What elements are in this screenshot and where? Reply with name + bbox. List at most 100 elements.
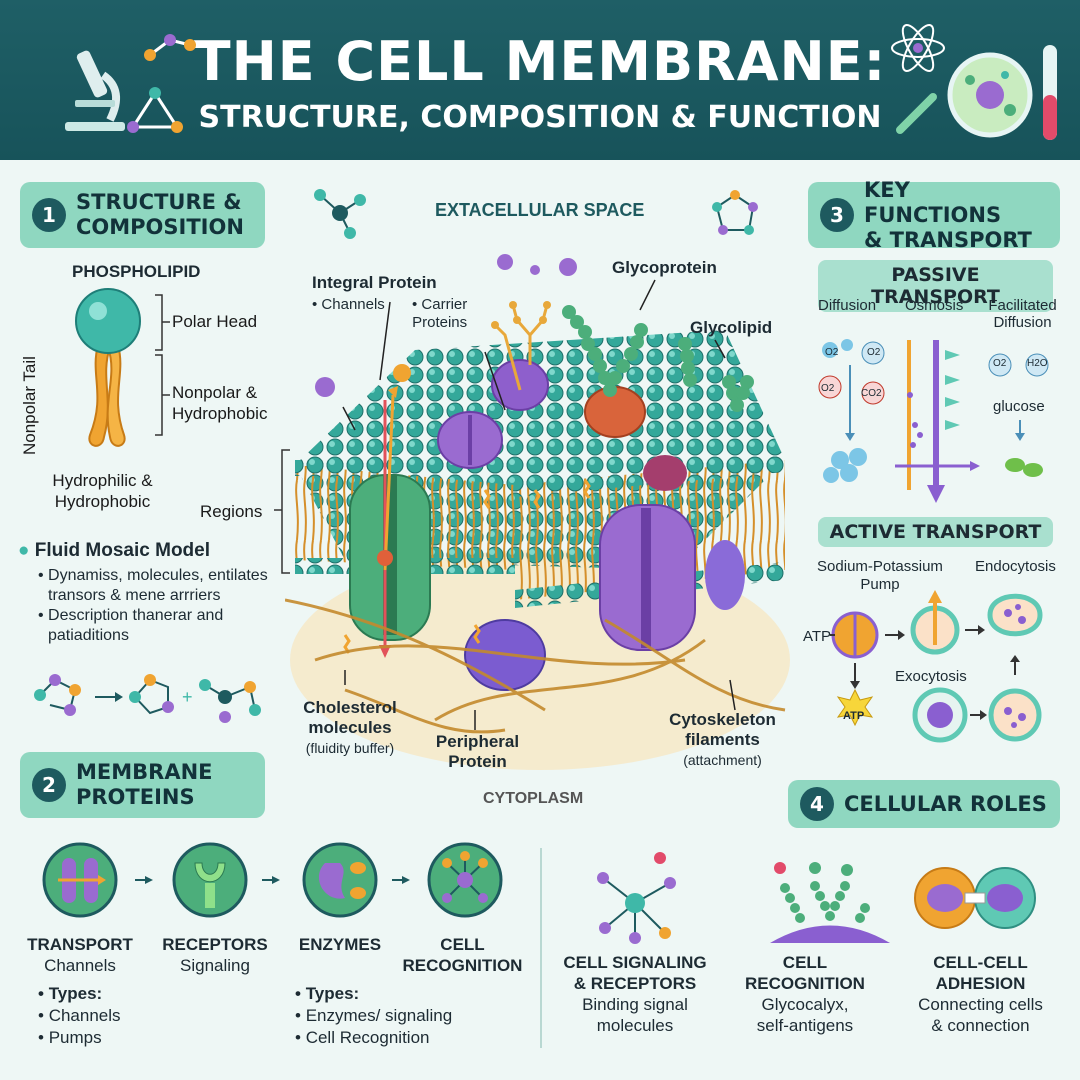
pump-line1: Sodium-Potassium (817, 558, 943, 575)
regions-bracket (274, 449, 290, 574)
role-adhesion-title-2: ADHESION (935, 974, 1026, 993)
types-left-item-1: • Channels (38, 1006, 121, 1025)
nonpolar-label-line1: Nonpolar & (172, 383, 258, 402)
o2-label: O2 (867, 347, 881, 358)
protein-receptors-title: RECEPTORS (162, 935, 268, 954)
role-adhesion-desc-2: & connection (931, 1016, 1030, 1035)
section-number: 1 (32, 198, 66, 232)
carrier-line2: Proteins (412, 314, 468, 331)
glucose-label: glucose (993, 398, 1045, 415)
atp-star-label: ATP (843, 710, 865, 722)
hydro-label-line2: Hydrophobic (54, 492, 151, 511)
o2-label-left: O2 (825, 347, 839, 358)
hydro-label-line1: Hydrophilic & (52, 471, 153, 490)
molecule-chain-icon: + (34, 674, 261, 723)
section4-title: CELLULAR ROLES (844, 792, 1047, 816)
o2-label-red: O2 (821, 383, 835, 394)
section1-badge: 1 STRUCTURE & COMPOSITION (20, 182, 265, 248)
cholesterol-line1: Cholesterol (303, 698, 397, 717)
nonpolar-label-line2: Hydrophobic (172, 404, 268, 423)
section-number: 3 (820, 198, 854, 232)
protein-recognition-title: CELL (440, 935, 485, 954)
exocytosis-label: Exocytosis (895, 668, 967, 685)
glycoprotein-label: Glycoprotein (612, 258, 717, 277)
cholesterol-line2: molecules (308, 718, 392, 737)
active-transport-icons (830, 590, 1043, 743)
regions-label: Regions (200, 502, 263, 521)
facilitated-line2: Diffusion (993, 314, 1052, 331)
types-right-item-2: • Cell Recognition (295, 1028, 430, 1047)
bracket-lines (155, 294, 170, 436)
role-recognition-title-1: CELL (782, 953, 828, 972)
cytoskeleton-line2: filaments (685, 730, 760, 749)
molecule-icon-top-left (314, 189, 366, 239)
peripheral-line2: Protein (448, 752, 507, 771)
role-signaling-title-1: CELL SIGNALING (563, 953, 707, 972)
section3-title-line2: & TRANSPORT (864, 227, 1032, 252)
pump-line2: Pump (860, 576, 900, 593)
triangle-molecule-icon (127, 87, 183, 133)
fluid-bullet-2: • Description thanerar and patiaditions (38, 607, 224, 644)
role-recognition-title-2: RECOGNITION (745, 974, 865, 993)
types-right-item-1: • Enzymes/ signaling (295, 1006, 453, 1025)
page-subtitle: STRUCTURE, COMPOSITION & FUNCTION (198, 100, 882, 135)
section-number: 4 (800, 787, 834, 821)
fluid-bullet-1: • Dynamiss, molecules, entilates transor… (38, 567, 268, 604)
o2-label-right: O2 (993, 358, 1007, 369)
petri-dish-icon (947, 52, 1033, 138)
atp-label: ATP (803, 628, 832, 645)
protein-recognition-sub: RECOGNITION (402, 956, 523, 975)
protein-transport-sub: Channels (44, 956, 116, 975)
diffusion-label: Diffusion (818, 297, 877, 314)
section2-title-line1: MEMBRANE (76, 760, 213, 784)
svg-text:+: + (182, 687, 193, 707)
glycolipid-label: Glycolipid (690, 318, 773, 337)
protein-transport-title: TRANSPORT (27, 935, 133, 954)
cytoskeleton-line1: Cytoskeleton (669, 710, 776, 729)
molecule-icon (144, 34, 196, 61)
polar-head-label: Polar Head (172, 312, 258, 331)
section2-badge: 2 MEMBRANE PROTEINS (20, 752, 265, 818)
bullet-dot-icon: ● (18, 540, 30, 561)
section2-title-line2: PROTEINS (76, 785, 195, 809)
role-adhesion-desc-1: Connecting cells (918, 995, 1043, 1014)
types-left-label: • Types: (38, 984, 103, 1003)
co2-label: CO2 (861, 388, 882, 399)
protein-receptors-sub: Signaling (180, 956, 250, 975)
phospholipid-label: PHOSPHOLIPID (72, 262, 201, 281)
cytoplasm-label: CYTOPLASM (483, 790, 584, 807)
section-number: 2 (32, 768, 66, 802)
cellular-roles-icons (597, 852, 1036, 944)
membrane-protein-icons (42, 842, 503, 918)
types-left-item-2: • Pumps (38, 1028, 102, 1047)
types-right-label: • Types: (295, 984, 360, 1003)
osmosis-label: Osmosis (905, 297, 964, 314)
test-tube-icon (1043, 45, 1057, 140)
active-transport-header: ACTIVE TRANSPORT (818, 517, 1053, 547)
passive-transport-header: PASSIVE TRANSPORT (818, 260, 1053, 312)
role-recognition-desc-1: Glycocalyx, (761, 995, 849, 1014)
section3-title-line1: KEY FUNCTIONS (864, 177, 1002, 227)
passive-transport-icons (818, 339, 1049, 503)
carrier-line1: • Carrier (412, 296, 468, 313)
pipette-icon (896, 93, 937, 134)
section4-badge: 4 CELLULAR ROLES (788, 780, 1060, 828)
integral-protein-label: Integral Protein (312, 273, 437, 292)
page-title: THE CELL MEMBRANE: (193, 30, 887, 93)
endocytosis-label: Endocytosis (975, 558, 1056, 575)
integral-channels-label: Channels (321, 296, 385, 313)
phospholipid-icon (75, 288, 141, 447)
cholesterol-note: (fluidity buffer) (305, 740, 395, 756)
header-banner: THE CELL MEMBRANE: STRUCTURE, COMPOSITIO… (0, 0, 1080, 160)
section-divider (540, 848, 542, 1048)
fluid-mosaic-title: Fluid Mosaic Model (34, 540, 210, 561)
peripheral-line1: Peripheral (435, 732, 520, 751)
role-signaling-desc-1: Binding signal (582, 995, 688, 1014)
role-signaling-title-2: & RECEPTORS (573, 974, 697, 993)
role-adhesion-title-1: CELL-CELL (933, 953, 1028, 972)
ring-molecule-icon (712, 190, 758, 235)
section3-badge: 3 KEY FUNCTIONS & TRANSPORT (808, 178, 1060, 252)
extracellular-label: EXTACELLULAR SPACE (435, 200, 645, 220)
section1-title-line2: COMPOSITION (76, 215, 244, 239)
membrane-diagram (285, 254, 790, 770)
